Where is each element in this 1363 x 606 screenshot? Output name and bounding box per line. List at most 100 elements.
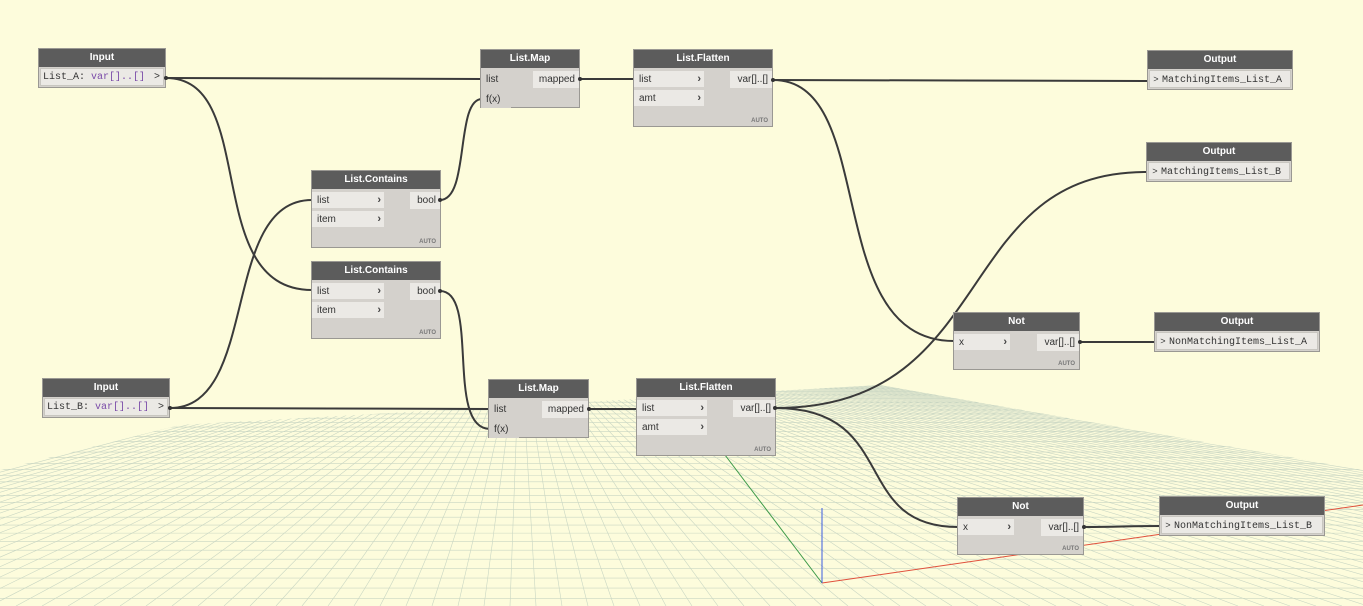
list-flatten-node-1[interactable]: List.Flatten list› amt› var[]..[] AUTO — [633, 49, 773, 127]
wire-inputA-contains2 — [165, 77, 313, 291]
not-node-1[interactable]: Not x› var[]..[] AUTO — [953, 312, 1080, 370]
output-node-matching-b[interactable]: Output >MatchingItems_List_B — [1146, 142, 1292, 182]
port-list[interactable]: list› — [637, 400, 707, 417]
node-title: List.Flatten — [637, 379, 775, 397]
wire-flatten1-outputA — [772, 79, 1148, 82]
port-dot — [438, 198, 442, 202]
input-name: List_A: — [43, 72, 86, 83]
chevron-right-icon: › — [697, 73, 701, 85]
port-list[interactable]: list› — [312, 283, 384, 300]
wire-inputA-map1 — [165, 77, 483, 80]
port-dot — [771, 78, 775, 82]
arrow-icon: > — [157, 402, 164, 413]
node-title: List.Contains — [312, 171, 440, 189]
port-dot — [168, 406, 172, 410]
node-title: Output — [1147, 143, 1291, 161]
wire-contains1-map1 — [439, 98, 483, 201]
port-fx[interactable]: f(x) — [489, 421, 519, 438]
node-title: Output — [1155, 313, 1319, 331]
output-node-nonmatching-b[interactable]: Output >NonMatchingItems_List_B — [1159, 496, 1325, 536]
chevron-right-icon: › — [377, 213, 381, 225]
port-bool[interactable]: bool — [410, 283, 440, 300]
output-node-nonmatching-a[interactable]: Output >NonMatchingItems_List_A — [1154, 312, 1320, 352]
output-field[interactable]: >NonMatchingItems_List_B — [1161, 516, 1323, 534]
port-dot — [1082, 525, 1086, 529]
chevron-right-icon: › — [377, 194, 381, 206]
chevron-right-icon: › — [377, 304, 381, 316]
list-contains-node-1[interactable]: List.Contains list› item› bool AUTO — [311, 170, 441, 248]
chevron-right-icon: › — [697, 92, 701, 104]
lacing-label: AUTO — [754, 447, 771, 453]
wire-flatten2-outputB — [774, 171, 1147, 409]
not-node-2[interactable]: Not x› var[]..[] AUTO — [957, 497, 1084, 555]
node-title: Output — [1148, 51, 1292, 69]
port-item[interactable]: item› — [312, 211, 384, 228]
lacing-label: AUTO — [1062, 546, 1079, 552]
list-flatten-node-2[interactable]: List.Flatten list› amt› var[]..[] AUTO — [636, 378, 776, 456]
input-type: var[]..[] — [95, 402, 150, 413]
node-title: List.Map — [481, 50, 579, 68]
wire-inputB-map2 — [169, 407, 491, 410]
port-fx[interactable]: f(x) — [481, 91, 511, 108]
port-dot — [438, 289, 442, 293]
chevron-right-icon: › — [700, 421, 704, 433]
input-node-list-a[interactable]: Input List_A: var[]..[] > — [38, 48, 166, 88]
port-list[interactable]: list — [481, 71, 511, 88]
arrow-icon: > — [153, 72, 160, 83]
port-output[interactable]: var[]..[] — [1041, 519, 1083, 536]
output-field[interactable]: >NonMatchingItems_List_A — [1156, 332, 1318, 350]
port-amt[interactable]: amt› — [637, 419, 707, 436]
lacing-label: AUTO — [419, 330, 436, 336]
chevron-right-icon: › — [1003, 336, 1007, 348]
node-title: Not — [954, 313, 1079, 331]
arrow-icon: > — [1165, 521, 1171, 531]
chevron-right-icon: › — [1007, 521, 1011, 533]
port-dot — [587, 407, 591, 411]
node-title: Not — [958, 498, 1083, 516]
port-x[interactable]: x› — [958, 519, 1014, 536]
wire-not2-outputD — [1083, 525, 1161, 528]
port-dot — [578, 77, 582, 81]
port-output[interactable]: var[]..[] — [1037, 334, 1079, 351]
port-dot — [1078, 340, 1082, 344]
chevron-right-icon: › — [700, 402, 704, 414]
wire-flatten2-not2 — [774, 407, 959, 528]
input-node-list-b[interactable]: Input List_B: var[]..[] > — [42, 378, 170, 418]
port-dot — [773, 406, 777, 410]
list-map-node-1[interactable]: List.Map list f(x) mapped — [480, 49, 580, 108]
output-name: NonMatchingItems_List_A — [1169, 337, 1308, 348]
port-list[interactable]: list› — [634, 71, 704, 88]
node-title: List.Flatten — [634, 50, 772, 68]
node-title: Output — [1160, 497, 1324, 515]
port-list[interactable]: list› — [312, 192, 384, 209]
list-map-node-2[interactable]: List.Map list f(x) mapped — [488, 379, 589, 438]
wire-flatten1-not1 — [772, 79, 955, 342]
port-output[interactable]: var[]..[] — [733, 400, 775, 417]
input-field-list-a[interactable]: List_A: var[]..[] > — [40, 68, 164, 86]
arrow-icon: > — [1160, 337, 1166, 347]
output-field[interactable]: >MatchingItems_List_A — [1149, 70, 1291, 88]
port-output[interactable]: var[]..[] — [730, 71, 772, 88]
port-mapped[interactable]: mapped — [542, 401, 588, 418]
output-node-matching-a[interactable]: Output >MatchingItems_List_A — [1147, 50, 1293, 90]
port-dot — [164, 76, 168, 80]
arrow-icon: > — [1152, 167, 1158, 177]
output-field[interactable]: >MatchingItems_List_B — [1148, 162, 1290, 180]
input-field-list-b[interactable]: List_B: var[]..[] > — [44, 398, 168, 416]
input-name: List_B: — [47, 402, 90, 413]
lacing-label: AUTO — [419, 239, 436, 245]
port-mapped[interactable]: mapped — [533, 71, 579, 88]
port-item[interactable]: item› — [312, 302, 384, 319]
node-title: List.Contains — [312, 262, 440, 280]
list-contains-node-2[interactable]: List.Contains list› item› bool AUTO — [311, 261, 441, 339]
node-title: Input — [43, 379, 169, 397]
output-name: MatchingItems_List_B — [1161, 167, 1282, 178]
port-list[interactable]: list — [489, 401, 519, 418]
port-x[interactable]: x› — [954, 334, 1010, 351]
chevron-right-icon: › — [377, 285, 381, 297]
port-amt[interactable]: amt› — [634, 90, 704, 107]
port-bool[interactable]: bool — [410, 192, 440, 209]
lacing-label: AUTO — [1058, 361, 1075, 367]
